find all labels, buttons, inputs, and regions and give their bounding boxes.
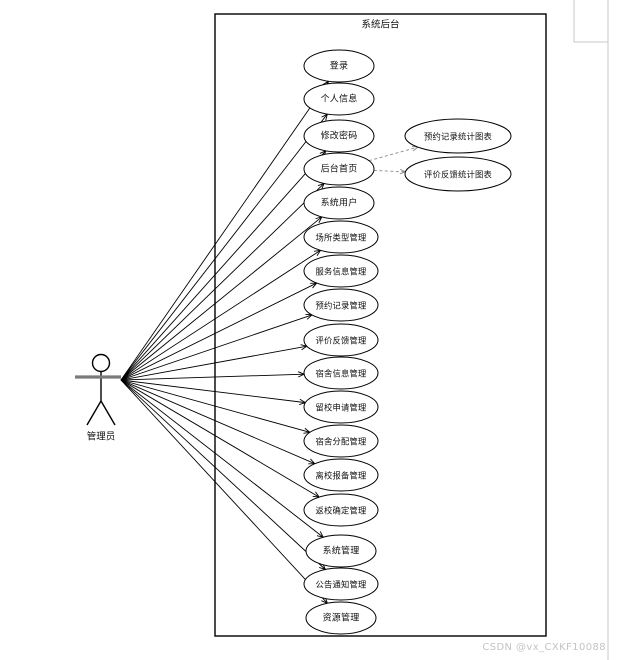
use-case-label-backend-home: 后台首页 [321,163,358,175]
use-case-label-notice-mgmt: 公告通知管理 [316,580,367,590]
use-case-label-service-info-mgmt: 服务信息管理 [316,267,367,277]
use-case-label-dorm-alloc-mgmt: 宿舍分配管理 [316,437,367,447]
use-case-ellipse-dorm-info-mgmt [303,356,379,390]
use-case-label-resource-mgmt: 资源管理 [323,612,360,624]
use-case-stay-apply-mgmt[interactable]: 留校申请管理 [303,390,379,424]
association-line-change-password [120,150,327,381]
system-boundary: 系统后台 [214,13,547,637]
use-case-ellipse-review-fb-mgmt [303,323,379,357]
association-line-backend-home [120,183,325,381]
association-line-service-info-mgmt [120,282,317,381]
use-case-change-password[interactable]: 修改密码 [303,119,375,153]
use-case-ellipse-resource-mgmt [305,601,377,635]
use-case-return-conf-mgmt[interactable]: 返校确定管理 [303,493,379,527]
use-case-label-personal-info: 个人信息 [321,93,358,105]
page-guide-lines [573,0,609,660]
use-case-ellipse-backend-home [303,152,375,186]
system-boundary-title: 系统后台 [361,19,399,31]
use-case-personal-info[interactable]: 个人信息 [303,82,375,116]
use-case-label-dorm-info-mgmt: 宿舍信息管理 [316,369,367,379]
association-line-leave-report-mgmt [120,379,315,465]
use-case-ellipse-service-info-mgmt [303,254,379,288]
actor-administrator[interactable]: 管理员 [75,353,121,443]
use-case-label-booking-stat-chart: 预约记录统计图表 [424,132,492,142]
use-case-label-return-conf-mgmt: 返校确定管理 [316,506,367,516]
use-case-booking-rec-mgmt[interactable]: 预约记录管理 [303,288,379,322]
association-line-dorm-alloc-mgmt [120,379,310,433]
dependency-backend-home-to-booking-stat-chart [368,146,419,162]
use-case-ellipse-notice-mgmt [303,567,379,601]
association-line-venue-type-mgmt [120,249,321,381]
use-case-label-review-stat-chart: 评价反馈统计图表 [424,170,492,180]
use-case-label-login: 登录 [330,61,348,72]
use-case-ellipse-venue-type-mgmt [303,220,379,254]
page-corner-guide [573,0,608,43]
actor-label: 管理员 [87,431,116,443]
use-case-label-leave-report-mgmt: 离校报备管理 [316,471,367,481]
use-case-notice-mgmt[interactable]: 公告通知管理 [303,567,379,601]
use-case-ellipse-return-conf-mgmt [303,493,379,527]
actor-left-leg-icon [86,400,102,426]
use-case-ellipse-booking-stat-chart [404,118,512,154]
use-case-ellipse-stay-apply-mgmt [303,390,379,424]
use-case-ellipse-system-user [303,186,375,220]
use-case-nodes: 登录个人信息修改密码后台首页系统用户场所类型管理服务信息管理预约记录管理评价反馈… [303,49,379,635]
use-case-ellipse-login [303,49,375,83]
association-line-system-mgmt [120,379,324,538]
use-case-ellipse-system-mgmt [305,534,377,568]
association-line-personal-info [120,113,328,381]
association-line-login [120,80,329,381]
association-line-stay-apply-mgmt [120,379,306,404]
use-case-ellipse-review-stat-chart [404,156,512,192]
association-lines [120,80,330,605]
use-case-system-mgmt[interactable]: 系统管理 [305,534,377,568]
use-case-label-change-password: 修改密码 [321,130,358,142]
use-case-leave-report-mgmt[interactable]: 离校报备管理 [303,458,379,492]
association-line-review-fb-mgmt [120,345,307,381]
use-case-label-system-user: 系统用户 [321,197,358,209]
use-case-booking-stat-chart[interactable]: 预约记录统计图表 [404,118,512,154]
use-case-ellipse-booking-rec-mgmt [303,288,379,322]
use-case-ellipse-dorm-alloc-mgmt [303,424,379,458]
use-case-resource-mgmt[interactable]: 资源管理 [305,601,377,635]
association-line-booking-rec-mgmt [120,314,313,381]
association-line-return-conf-mgmt [120,379,320,498]
use-case-venue-type-mgmt[interactable]: 场所类型管理 [303,220,379,254]
watermark-text: CSDN @vx_CXKF10088 [482,642,606,653]
use-case-service-info-mgmt[interactable]: 服务信息管理 [303,254,379,288]
use-case-ellipse-change-password [303,119,375,153]
use-case-system-user[interactable]: 系统用户 [303,186,375,220]
use-case-review-fb-mgmt[interactable]: 评价反馈管理 [303,323,379,357]
dependency-backend-home-to-review-stat-chart [373,170,406,173]
use-case-dorm-info-mgmt[interactable]: 宿舍信息管理 [303,356,379,390]
use-case-dorm-alloc-mgmt[interactable]: 宿舍分配管理 [303,424,379,458]
association-arrow-venue-type-mgmt [314,249,322,257]
use-case-ellipse-leave-report-mgmt [303,458,379,492]
actor-head-icon [91,353,111,373]
association-line-notice-mgmt [120,379,326,570]
use-case-review-stat-chart[interactable]: 评价反馈统计图表 [404,156,512,192]
association-line-resource-mgmt [120,379,328,604]
system-boundary-rect [214,13,547,637]
use-case-label-stay-apply-mgmt: 留校申请管理 [316,403,367,413]
association-arrow-return-conf-mgmt [312,491,321,498]
use-case-label-booking-rec-mgmt: 预约记录管理 [316,301,367,311]
use-case-backend-home[interactable]: 后台首页 [303,152,375,186]
use-case-label-review-fb-mgmt: 评价反馈管理 [316,336,367,346]
use-case-ellipse-personal-info [303,82,375,116]
use-case-label-system-mgmt: 系统管理 [323,545,360,557]
use-case-label-venue-type-mgmt: 场所类型管理 [316,233,367,243]
association-line-dorm-info-mgmt [120,373,305,381]
association-line-system-user [120,216,323,381]
use-case-login[interactable]: 登录 [303,49,375,83]
actor-right-leg-icon [100,400,116,426]
